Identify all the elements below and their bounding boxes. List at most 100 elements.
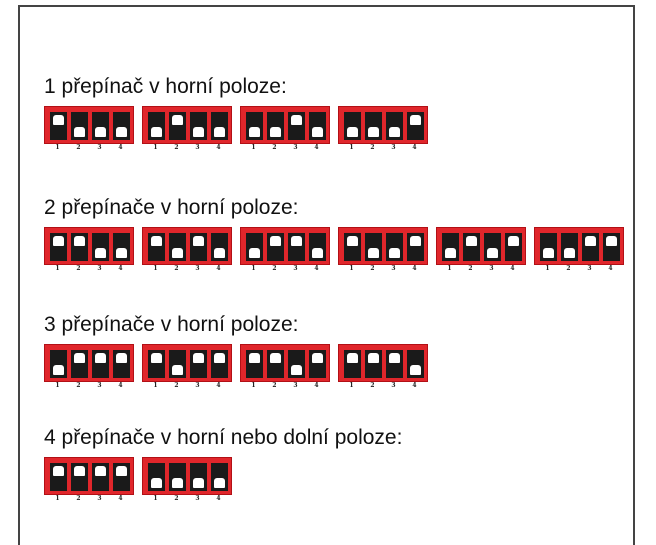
switch-knob-down	[214, 478, 225, 488]
switch-slot	[71, 112, 88, 140]
switch-slot	[148, 233, 165, 261]
switch-knob-up	[368, 353, 379, 363]
position-number: 4	[118, 265, 123, 272]
position-number: 3	[195, 382, 200, 389]
switch-slot	[190, 463, 207, 491]
switch-slot	[267, 350, 284, 378]
switch-knob-down	[116, 127, 127, 137]
switch-knob-down	[487, 248, 498, 258]
switch-knob-up	[151, 353, 162, 363]
position-number: 3	[97, 382, 102, 389]
position-number: 3	[293, 144, 298, 151]
switch-knob-up	[74, 353, 85, 363]
switch-knob-up	[347, 353, 358, 363]
switch-knob-down	[116, 248, 127, 258]
position-number: 2	[76, 495, 81, 502]
position-number: 2	[76, 265, 81, 272]
position-number: 1	[153, 382, 158, 389]
switch-knob-up	[410, 115, 421, 125]
switch-knob-down	[193, 127, 204, 137]
dip-switch-body	[338, 106, 428, 144]
switch-knob-up	[508, 236, 519, 246]
switch-knob-up	[53, 466, 64, 476]
switch-knob-down	[249, 248, 260, 258]
switch-slot	[71, 233, 88, 261]
switch-slot	[288, 350, 305, 378]
switch-knob-down	[53, 365, 64, 375]
position-number: 4	[118, 144, 123, 151]
position-number: 4	[216, 144, 221, 151]
position-number: 4	[216, 495, 221, 502]
switch-knob-up	[347, 236, 358, 246]
position-number: 2	[76, 382, 81, 389]
switch-slot	[386, 112, 403, 140]
switch-slot	[267, 112, 284, 140]
dip-switch-body	[142, 457, 232, 495]
switch-knob-down	[389, 127, 400, 137]
switch-slot	[365, 233, 382, 261]
position-number: 2	[272, 382, 277, 389]
switch-knob-up	[312, 353, 323, 363]
switch-knob-down	[172, 248, 183, 258]
switch-knob-up	[410, 236, 421, 246]
position-number: 4	[118, 382, 123, 389]
switch-slot	[505, 233, 522, 261]
position-number: 1	[153, 144, 158, 151]
switch-knob-up	[291, 236, 302, 246]
switch-knob-down	[172, 365, 183, 375]
switch-slot	[407, 112, 424, 140]
diagram-frame	[18, 5, 635, 545]
dip-switch-body	[240, 227, 330, 265]
switch-slot	[246, 233, 263, 261]
switch-knob-down	[249, 127, 260, 137]
dip-switch-body	[44, 457, 134, 495]
switch-slot	[386, 350, 403, 378]
position-number: 2	[174, 495, 179, 502]
position-number: 1	[349, 265, 354, 272]
position-number: 3	[391, 144, 396, 151]
switch-knob-up	[95, 353, 106, 363]
position-number: 4	[314, 382, 319, 389]
switch-knob-down	[347, 127, 358, 137]
position-number: 1	[153, 495, 158, 502]
position-number: 1	[55, 495, 60, 502]
switch-slot	[288, 233, 305, 261]
switch-slot	[71, 463, 88, 491]
switch-slot	[288, 112, 305, 140]
switch-knob-up	[172, 115, 183, 125]
switch-knob-down	[270, 127, 281, 137]
section-title: 1 přepínač v horní poloze:	[44, 75, 287, 98]
switch-knob-up	[585, 236, 596, 246]
switch-slot	[169, 350, 186, 378]
switch-knob-down	[368, 248, 379, 258]
dip-switch-body	[240, 106, 330, 144]
position-number: 1	[55, 265, 60, 272]
switch-slot	[113, 463, 130, 491]
position-number: 3	[195, 144, 200, 151]
switch-slot	[148, 112, 165, 140]
position-number: 2	[370, 265, 375, 272]
switch-knob-up	[291, 115, 302, 125]
position-number: 1	[349, 144, 354, 151]
position-number: 2	[370, 144, 375, 151]
switch-slot	[50, 350, 67, 378]
position-number: 2	[370, 382, 375, 389]
position-number: 3	[489, 265, 494, 272]
switch-knob-down	[312, 127, 323, 137]
position-number: 3	[293, 265, 298, 272]
dip-switch-body	[44, 227, 134, 265]
switch-slot	[92, 350, 109, 378]
switch-slot	[603, 233, 620, 261]
switch-knob-down	[445, 248, 456, 258]
